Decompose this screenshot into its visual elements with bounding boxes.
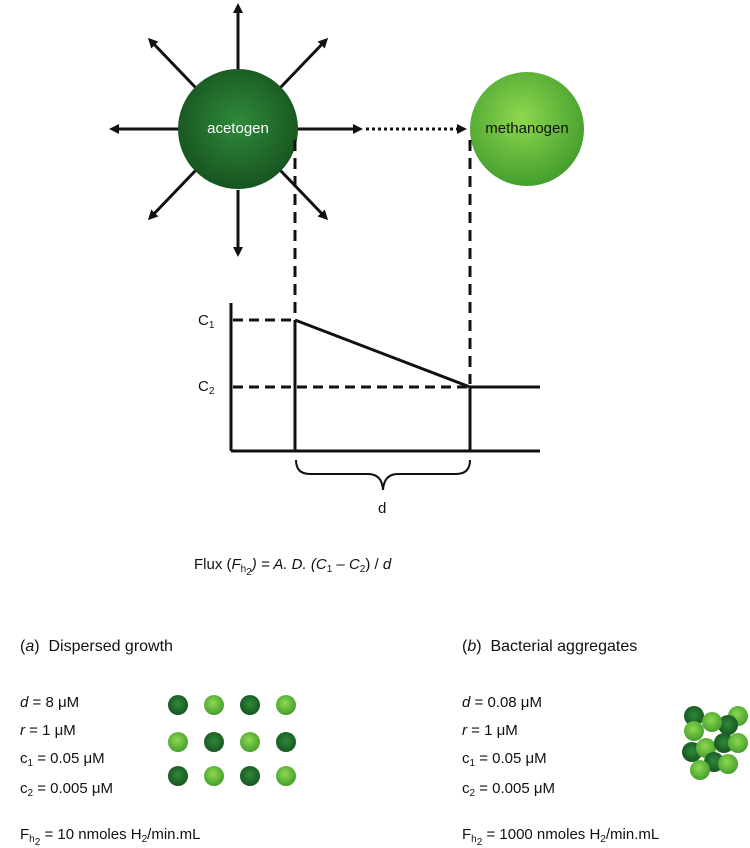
arrow-down-left: [147, 168, 198, 221]
flux-formula: Flux (Fh2) = A. D. (C1 – C2) / d: [194, 556, 392, 578]
panel-b-heading: (b) Bacterial aggregates: [462, 638, 638, 655]
arrow-up-left: [147, 37, 198, 90]
panel-a-distance: d = 8 μM: [20, 694, 80, 711]
cell-light: [168, 732, 188, 752]
cell-dark: [684, 706, 704, 726]
c1-axis-label: C1: [198, 312, 215, 331]
cell-dark: [168, 766, 188, 786]
cell-dark: [240, 766, 260, 786]
panel-a-radius: r = 1 μM: [20, 722, 76, 739]
panel-b-c2: c2 = 0.005 μM: [462, 780, 555, 799]
panel-a-heading: (a) Dispersed growth: [20, 638, 173, 655]
aggregate-cluster: [682, 706, 748, 780]
cell-light: [690, 760, 710, 780]
concentration-graph: [229, 303, 540, 491]
cell-dark: [204, 732, 224, 752]
panel-a-c1: c1 = 0.05 μM: [20, 750, 105, 769]
panel-a-c2: c2 = 0.005 μM: [20, 780, 113, 799]
panel-b-radius: r = 1 μM: [462, 722, 518, 739]
cell-dark: [276, 732, 296, 752]
cell-dark: [714, 733, 734, 753]
distance-label: d: [378, 500, 387, 517]
cell-light: [718, 754, 738, 774]
panel-a-flux: Fh2 = 10 nmoles H2/min.mL: [20, 826, 201, 848]
cell-dark: [168, 695, 188, 715]
arrow-up-right: [278, 37, 329, 90]
acetogen-cell: [178, 69, 298, 189]
arrow-down-right: [278, 168, 329, 221]
cell-light: [702, 712, 722, 732]
cell-light: [276, 695, 296, 715]
gradient-slope: [294, 318, 471, 389]
cell-light: [204, 766, 224, 786]
cell-light: [728, 733, 748, 753]
cell-light: [276, 766, 296, 786]
dispersed-cells-grid: [168, 695, 296, 786]
cell-light: [240, 732, 260, 752]
acetogen-label: acetogen: [207, 120, 269, 137]
panel-b-c1: c1 = 0.05 μM: [462, 750, 547, 769]
panel-b-distance: d = 0.08 μM: [462, 694, 542, 711]
diffusion-arrows: [109, 3, 363, 257]
methanogen-label: methanogen: [485, 120, 569, 137]
c2-axis-label: C2: [198, 378, 215, 397]
cell-light: [684, 721, 704, 741]
distance-brace: [295, 459, 471, 491]
cell-light: [204, 695, 224, 715]
panel-b-flux: Fh2 = 1000 nmoles H2/min.mL: [462, 826, 660, 848]
cell-dark: [240, 695, 260, 715]
methanogen-cell: [470, 72, 584, 186]
cell-dark: [718, 715, 738, 735]
